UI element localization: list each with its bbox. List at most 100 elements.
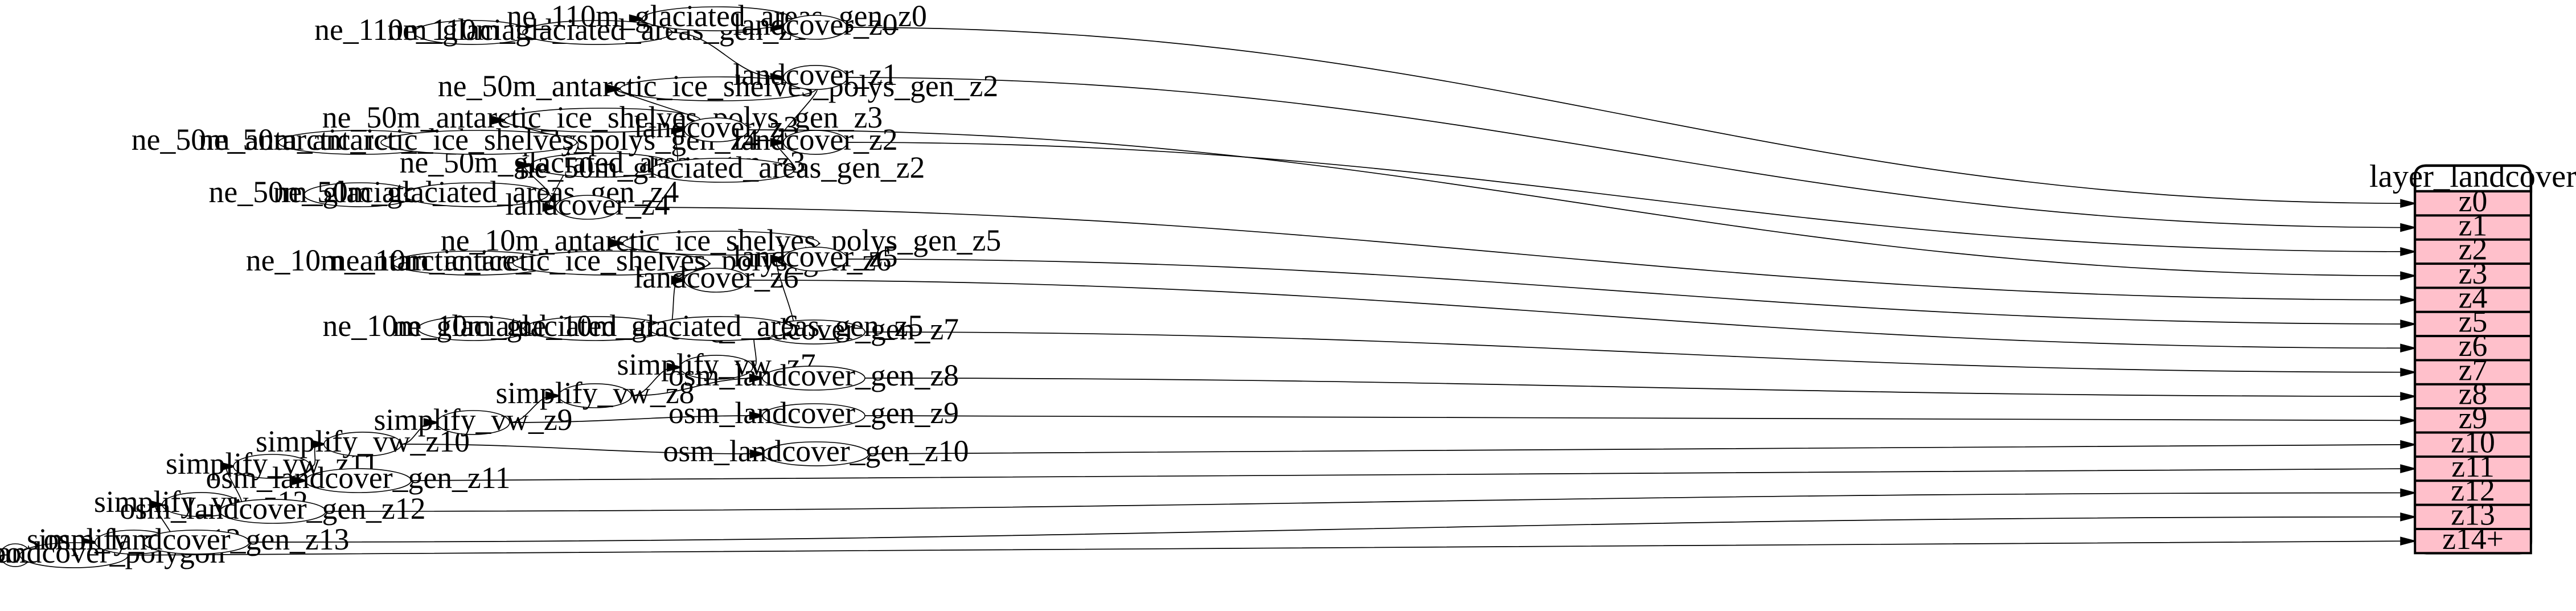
- node-label: landcover_z5: [733, 239, 897, 273]
- edge-arrowhead: [545, 391, 563, 400]
- edge-arrowhead: [629, 14, 646, 23]
- node-shape: [437, 411, 510, 434]
- node-label: landcover_z0: [733, 7, 897, 42]
- edge-arrowhead: [749, 449, 767, 458]
- edge-simplify_vw_z10--to--osm_landcover_gen_z10: [401, 444, 767, 458]
- node-ne_50m_glaciated_areas_gen_z2[interactable]: ne_50m_glaciated_areas_gen_z2: [519, 150, 925, 184]
- edge-ne_50m_antarctic_ice_shelves_polys_gen_z2--to--landcover_z2: [770, 89, 817, 147]
- edge-landcover_z5--to--layer_landcover:z5: [847, 259, 2418, 329]
- record-row-z13[interactable]: [2414, 503, 2532, 530]
- node-simplify_vw_z10[interactable]: simplify_vw_z10: [256, 424, 470, 458]
- node-shape: [784, 65, 847, 89]
- node-label: osm_landcover_gen_z10: [663, 434, 969, 468]
- node-label: ne_50m_glaciated_areas_gen_z2: [519, 150, 925, 184]
- node-osm_landcover_gen_z10[interactable]: osm_landcover_gen_z10: [663, 434, 969, 468]
- edge-osm_landcover_gen_z9--to--layer_landcover:z9: [865, 416, 2418, 425]
- node-ne_10m_antarctic_ice_shelves_polys_gen_z5[interactable]: ne_10m_antarctic_ice_shelves_polys_gen_z…: [441, 223, 1001, 257]
- record-row-z10[interactable]: [2414, 431, 2532, 458]
- record-row-label-z0: z0: [2459, 184, 2488, 218]
- edge-osm_landcover_gen_z8--to--layer_landcover:z8: [865, 378, 2418, 401]
- node-shape: [680, 355, 753, 379]
- node-osm_landcover_gen_z8[interactable]: osm_landcover_gen_z8: [668, 358, 959, 392]
- edge-landcover_z0--to--layer_landcover:z0: [847, 27, 2418, 208]
- node-landcover_z0[interactable]: landcover_z0: [733, 7, 897, 42]
- record-row-z1[interactable]: [2414, 214, 2532, 241]
- record-node-layer: layer_landcoverz0z1z2z3z4z5z6z7z8z9z10z1…: [2369, 159, 2576, 556]
- edge-line: [128, 541, 2408, 555]
- node-label: simplify_vw_z10: [256, 424, 470, 458]
- node-ne_50m_antarctic_ice_shelves_polys_gen_z2[interactable]: ne_50m_antarctic_ice_shelves_polys_gen_z…: [438, 69, 998, 103]
- edge-arrowhead: [606, 84, 624, 93]
- node-landcover_z1[interactable]: landcover_z1: [733, 58, 897, 92]
- edge-simplify_vw_z11--to--simplify_vw_z10: [311, 440, 328, 466]
- edge-osm_landcover_gen_z7--to--layer_landcover:z7: [865, 332, 2418, 377]
- edge-line: [249, 517, 2408, 542]
- record-row-z7[interactable]: [2414, 359, 2532, 386]
- node-ne_10m_glaciated_areas[interactable]: ne_10m_glaciated_areas: [323, 309, 625, 343]
- edge-arrowhead: [609, 239, 627, 248]
- edge-osm_landcover_gen_z13--to--layer_landcover:z13: [249, 512, 2418, 542]
- edge-arrowhead: [2400, 223, 2418, 232]
- edge-line: [510, 416, 757, 423]
- edge-arrowhead: [2400, 343, 2418, 353]
- node-label: landcover_z6: [634, 260, 798, 294]
- edge-line: [672, 32, 778, 77]
- record-row-z8[interactable]: [2414, 383, 2532, 410]
- edge-landcover_z2--to--layer_landcover:z2: [847, 142, 2418, 256]
- node-ne_50m_antarctic_ice_shelves_polys_gen_z4[interactable]: ne_50m_antarctic_ice_shelves_polys_gen_z…: [199, 122, 759, 157]
- node-shape: [784, 15, 847, 39]
- record-title: layer_landcover: [2369, 159, 2576, 194]
- edge-arrowhead: [2400, 488, 2418, 498]
- node-osm_landcover_gen_z13[interactable]: osm_landcover_gen_z13: [44, 522, 350, 556]
- record-row-z6[interactable]: [2414, 335, 2532, 362]
- node-landcover_z5[interactable]: landcover_z5: [733, 239, 897, 273]
- node-shape: [381, 130, 577, 154]
- node-osm_landcover_gen_z9[interactable]: osm_landcover_gen_z9: [668, 396, 959, 430]
- record-row-z2[interactable]: [2414, 238, 2532, 265]
- node-osm_landcover_gen_z12[interactable]: osm_landcover_gen_z12: [120, 491, 426, 526]
- node-landcover_z6[interactable]: landcover_z6: [634, 260, 798, 294]
- edge-line: [847, 259, 2408, 324]
- node-ne_50m_antarctic_ice_shelves_polys_gen_z3[interactable]: ne_50m_antarctic_ice_shelves_polys_gen_z…: [322, 100, 883, 134]
- node-shape: [324, 432, 401, 456]
- node-landcover_z2[interactable]: landcover_z2: [733, 122, 897, 157]
- record-row-z4[interactable]: [2414, 286, 2532, 313]
- node-shape: [763, 442, 869, 466]
- record-row-label-z14+: z14+: [2442, 522, 2504, 556]
- edge-line: [847, 27, 2408, 203]
- node-ne_10m_glaciated_areas_gen_z5[interactable]: ne_10m_glaciated_areas_gen_z5: [518, 309, 924, 343]
- node-shape: [559, 384, 631, 408]
- edge-arrowhead: [220, 462, 237, 471]
- edge-line: [326, 493, 2408, 511]
- node-simplify_vw_z9[interactable]: simplify_vw_z9: [374, 403, 572, 437]
- node-label: landcover_z1: [733, 58, 897, 92]
- node-shape: [784, 247, 847, 271]
- edge-osm_landcover_polygon--to--layer_landcover:z14+: [128, 536, 2418, 555]
- edge-landcover_z6--to--layer_landcover:z6: [748, 280, 2418, 353]
- node-shape: [762, 366, 865, 390]
- node-shape: [513, 251, 709, 275]
- node-label: landcover_z4: [505, 187, 670, 222]
- node-osm_landcover_gen_z11[interactable]: osm_landcover_gen_z11: [206, 461, 511, 495]
- edge-arrowhead: [149, 500, 166, 509]
- node-simplify_vw_z8[interactable]: simplify_vw_z8: [495, 376, 694, 410]
- edges-layer: [6, 14, 2418, 560]
- node-shape: [649, 317, 792, 341]
- node-ne_110m_glaciated_areas_gen_z0[interactable]: ne_110m_glaciated_areas_gen_z0: [507, 0, 927, 33]
- node-shape: [623, 231, 819, 255]
- node-shape: [650, 158, 794, 182]
- edge-arrowhead: [2400, 199, 2418, 208]
- record-row-z5[interactable]: [2414, 310, 2532, 338]
- edge-arrowhead: [2400, 247, 2418, 256]
- edge-arrowhead: [2400, 512, 2418, 522]
- record-row-label-z13: z13: [2451, 498, 2495, 532]
- node-shape: [233, 454, 311, 478]
- record-row-z14+[interactable]: [2414, 528, 2532, 555]
- node-landcover_z3[interactable]: landcover_z3: [634, 110, 798, 144]
- edge-landcover_z3--to--layer_landcover:z3: [748, 130, 2418, 281]
- record-row-label-z10: z10: [2451, 425, 2495, 459]
- node-landcover_z4[interactable]: landcover_z4: [505, 187, 670, 222]
- node-shape: [762, 404, 865, 428]
- layer-landcover-record-node[interactable]: layer_landcoverz0z1z2z3z4z5z6z7z8z9z10z1…: [2369, 159, 2576, 556]
